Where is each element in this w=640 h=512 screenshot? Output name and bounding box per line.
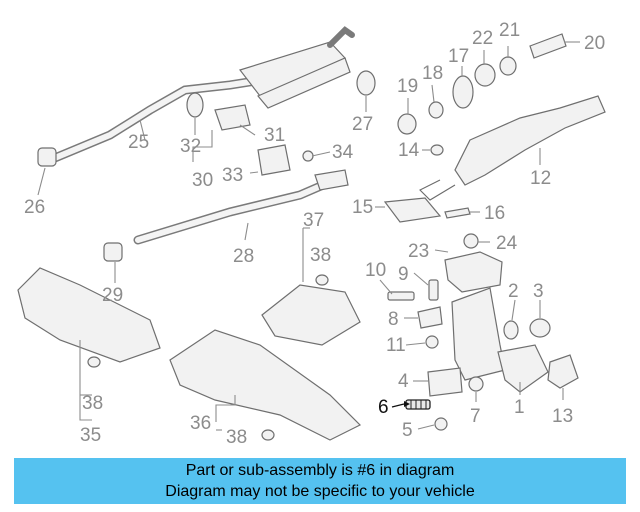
label-part-11: 11 (386, 335, 406, 356)
label-part-4: 4 (398, 371, 409, 392)
stud-10 (387, 291, 415, 301)
stud-6-highlighted (405, 399, 431, 410)
label-part-34: 34 (332, 142, 354, 163)
rear-muffler (238, 26, 355, 109)
label-part-20: 20 (584, 33, 605, 54)
bracket-31 (214, 104, 251, 131)
clamp-22 (474, 63, 496, 87)
label-part-36: 36 (190, 413, 211, 434)
gasket-13 (547, 354, 579, 389)
label-part-13: 13 (552, 406, 573, 427)
label-part-29: 29 (102, 285, 123, 306)
label-part-14: 14 (398, 140, 420, 161)
particulate-filter-1 (451, 287, 549, 393)
hanger-rubber-32 (186, 92, 204, 118)
clamp-3 (529, 318, 551, 338)
label-part-21: 21 (499, 20, 520, 41)
label-part-8: 8 (388, 309, 399, 330)
clamp-19 (397, 113, 417, 135)
label-part-12: 12 (530, 168, 551, 189)
catalytic-converter-12 (419, 95, 606, 201)
nut-7 (468, 376, 484, 392)
label-part-15: 15 (352, 197, 373, 218)
label-part-27: 27 (352, 114, 373, 135)
bolt-9 (428, 279, 439, 301)
heat-shield-35 (17, 267, 161, 363)
label-part-10: 10 (365, 260, 386, 281)
label-part-19: 19 (397, 76, 418, 97)
clamp-26 (37, 147, 57, 167)
label-part-38-c: 38 (226, 427, 247, 448)
banner-line-2: Diagram may not be specific to your vehi… (165, 483, 475, 500)
bolt-16 (444, 207, 471, 219)
flex-pipe-17 (452, 75, 474, 109)
clamp-29 (103, 242, 123, 262)
label-part-35: 35 (80, 425, 101, 446)
label-part-3: 3 (533, 281, 544, 302)
leader-line-6 (391, 403, 405, 408)
gasket-2 (503, 320, 519, 340)
bracket-33 (257, 144, 291, 176)
label-part-7: 7 (470, 406, 481, 427)
label-part-33: 33 (222, 165, 243, 186)
label-part-1: 1 (514, 397, 525, 418)
center-pipe-28 (133, 169, 349, 245)
rear-pipe-25 (45, 75, 267, 165)
label-part-17: 17 (448, 46, 469, 67)
bracket-8 (417, 306, 443, 329)
bolt-34 (302, 150, 314, 162)
label-part-26: 26 (24, 197, 45, 218)
heat-shield-36 (169, 329, 362, 441)
label-part-38-a: 38 (310, 245, 331, 266)
nut-38 (87, 274, 329, 441)
label-part-25: 25 (128, 132, 149, 153)
nut-24 (463, 233, 479, 249)
label-part-31: 31 (264, 125, 285, 146)
bracket-4 (427, 367, 463, 397)
heat-shield-23 (444, 251, 503, 293)
gasket-14 (430, 144, 444, 156)
label-part-23: 23 (408, 241, 429, 262)
gasket-15 (383, 197, 442, 223)
hanger-rubber-27 (356, 70, 376, 96)
label-part-32: 32 (180, 136, 201, 157)
gasket-21 (499, 56, 517, 76)
leader-lines (37, 41, 580, 431)
label-part-24: 24 (496, 233, 518, 254)
gasket-18 (428, 101, 444, 119)
label-part-38-b: 38 (82, 393, 103, 414)
label-part-22: 22 (472, 28, 493, 49)
front-pipe-20 (529, 33, 567, 59)
label-part-30: 30 (192, 170, 213, 191)
heat-shield-37 (261, 284, 361, 346)
label-part-6-highlighted: 6 (378, 397, 389, 418)
label-part-5: 5 (402, 420, 413, 441)
bolt-5 (434, 417, 448, 431)
label-part-18: 18 (422, 63, 443, 84)
label-part-16: 16 (484, 203, 505, 224)
label-part-28: 28 (233, 246, 254, 267)
label-part-2: 2 (508, 281, 519, 302)
label-part-9: 9 (398, 264, 409, 285)
banner-line-1: Part or sub-assembly is #6 in diagram (185, 462, 455, 479)
arrowhead-6 (404, 401, 410, 407)
info-banner: Part or sub-assembly is #6 in diagram Di… (14, 458, 626, 504)
label-part-37: 37 (303, 210, 324, 231)
nut-11 (425, 335, 439, 349)
exhaust-parts-diagram: 25 26 27 31 32 30 33 34 28 29 37 38 38 3… (17, 20, 606, 448)
